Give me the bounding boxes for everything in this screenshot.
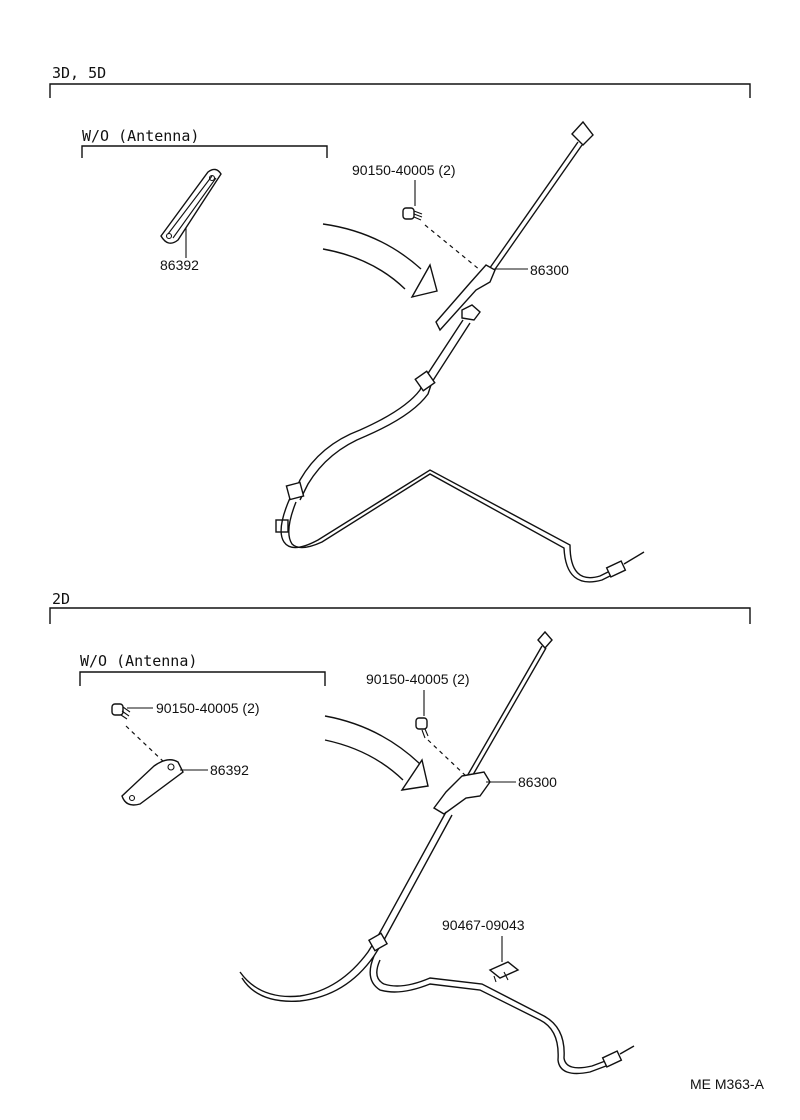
direction-arrow — [324, 715, 429, 791]
part-number-86392: 86392 — [160, 257, 199, 273]
wo-antenna-bracket — [81, 145, 328, 158]
dashed-guide — [424, 224, 481, 271]
part-number-screw: 90150-40005 (2) — [352, 162, 456, 178]
section-label-2d: 2D — [52, 590, 70, 608]
cable-clamp-icon — [488, 961, 520, 983]
wo-antenna-bracket — [79, 671, 326, 686]
section-bracket — [49, 607, 751, 624]
antenna-hole-cover — [160, 168, 222, 244]
section-label-3d-5d: 3D, 5D — [52, 64, 106, 82]
section-2d: 2D W/O (Antenna) 90150-40005 (2) 86392 9… — [49, 590, 751, 1075]
dashed-guide — [427, 739, 467, 777]
dashed-guide — [125, 725, 167, 765]
wo-antenna-label: W/O (Antenna) — [80, 652, 197, 670]
part-number-clamp: 90467-09043 — [442, 917, 525, 933]
section-bracket — [49, 83, 751, 98]
part-number-cover-screw: 90150-40005 (2) — [156, 700, 260, 716]
antenna-assembly — [275, 120, 645, 583]
part-number-86300: 86300 — [518, 774, 557, 790]
section-3d-5d: 3D, 5D W/O (Antenna) 86392 90150-40005 (… — [49, 64, 751, 583]
part-number-86300: 86300 — [530, 262, 569, 278]
part-number-86392: 86392 — [210, 762, 249, 778]
part-number-screw: 90150-40005 (2) — [366, 671, 470, 687]
screw-icon — [111, 703, 131, 720]
diagram-code: ME M363-A — [690, 1076, 765, 1092]
antenna-hole-cover — [121, 759, 184, 806]
screw-icon — [415, 717, 429, 739]
direction-arrow — [322, 223, 438, 299]
wo-antenna-label: W/O (Antenna) — [82, 127, 199, 145]
screw-icon — [402, 207, 423, 221]
antenna-assembly — [239, 630, 635, 1075]
